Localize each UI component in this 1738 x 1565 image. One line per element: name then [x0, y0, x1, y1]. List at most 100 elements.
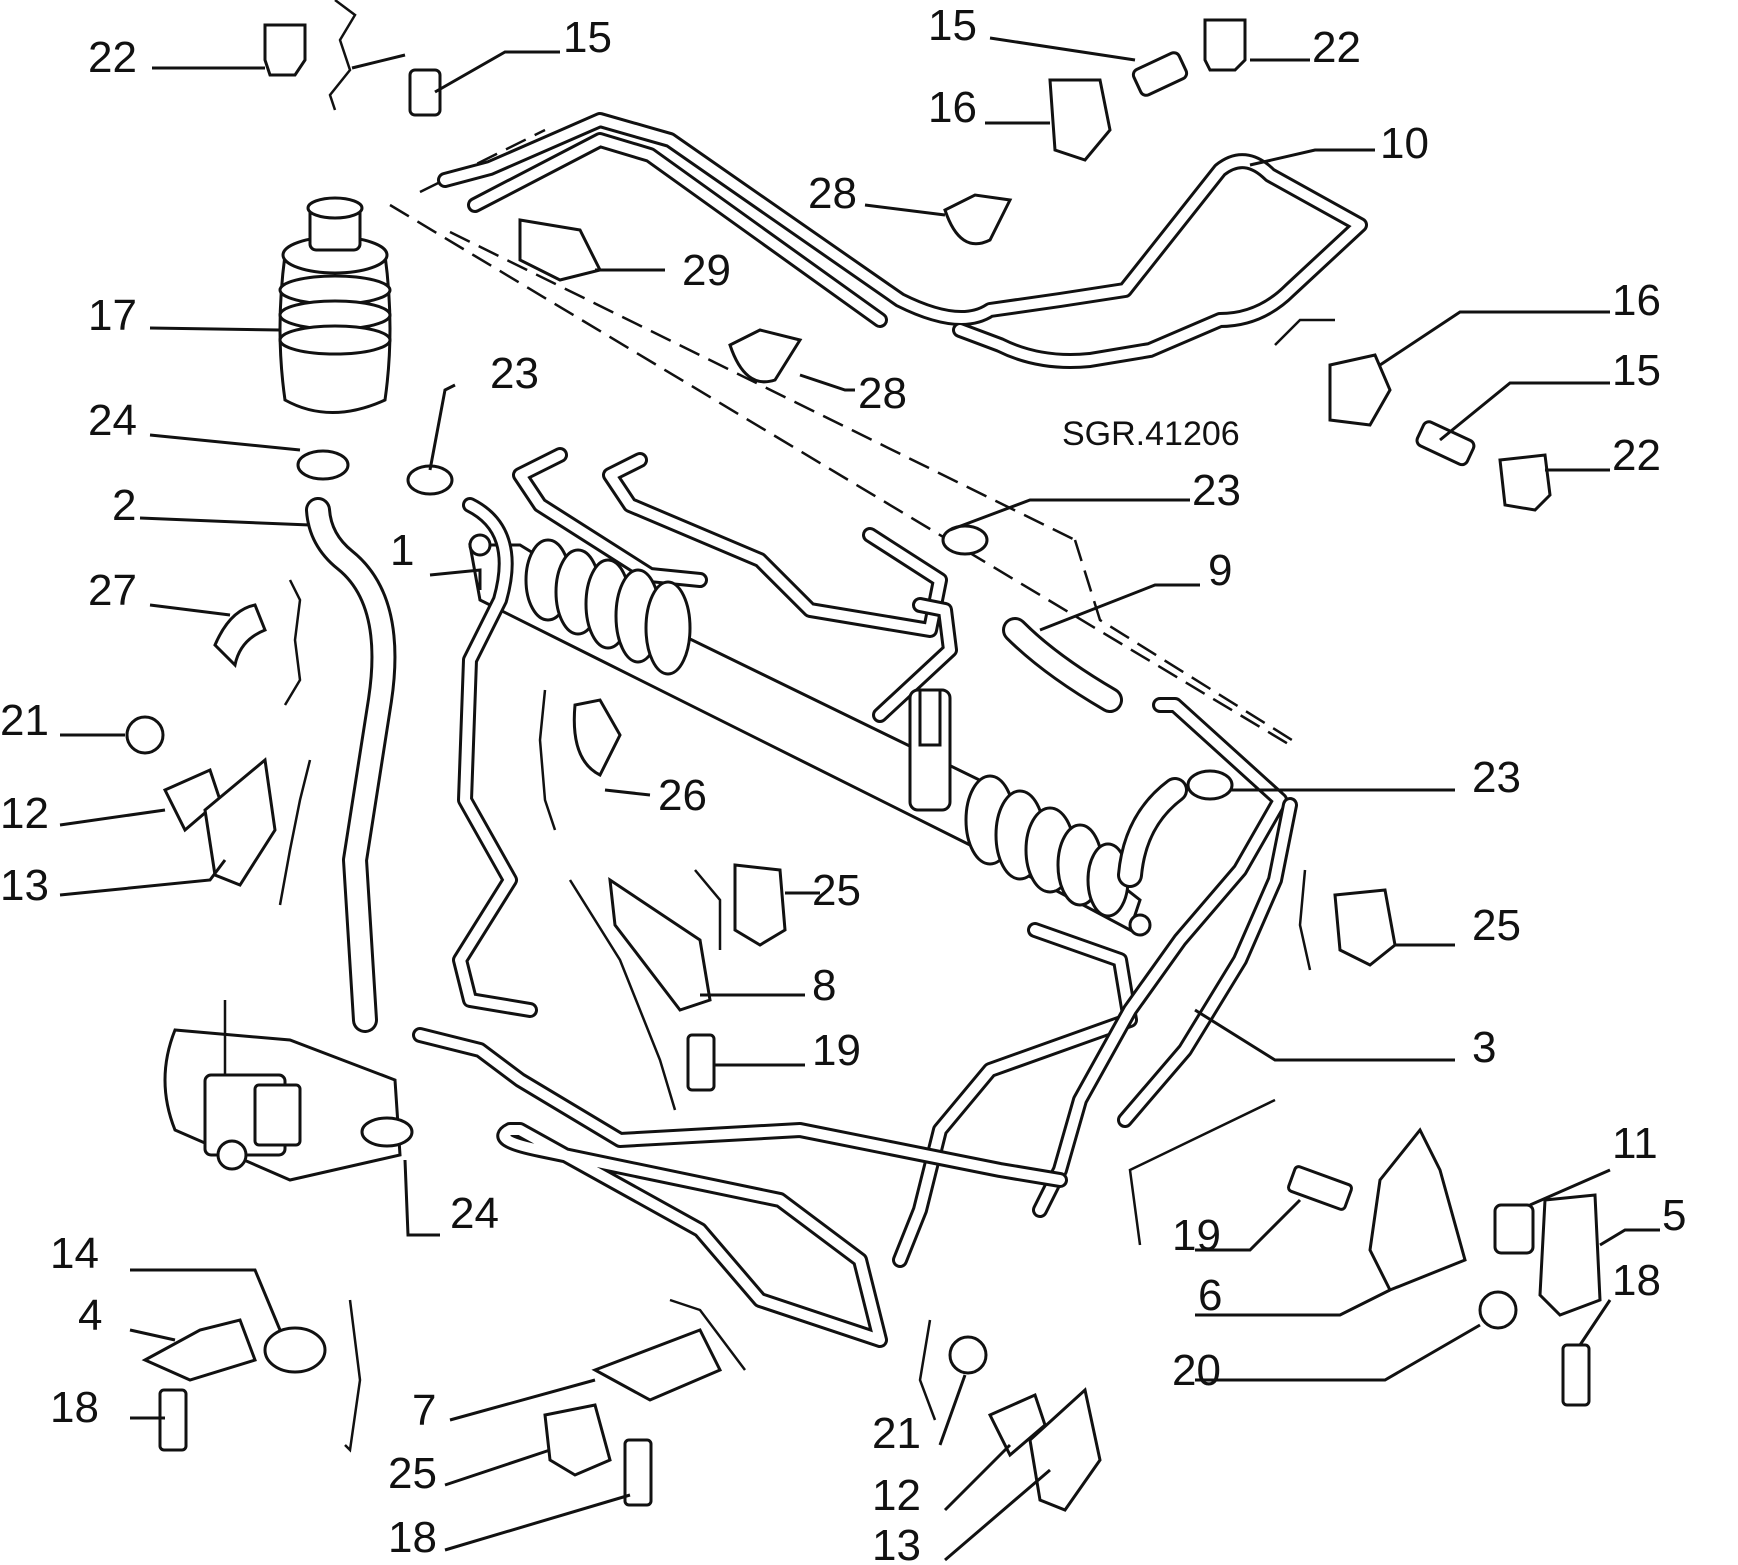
- callout-2: 2: [112, 481, 136, 530]
- clip-27: [213, 603, 267, 669]
- nut-21-bottom: [948, 1335, 988, 1375]
- callout-15-right: 15: [1612, 346, 1661, 395]
- sensor-15-top-left: [408, 68, 442, 117]
- callout-3: 3: [1472, 1023, 1496, 1072]
- hose-clamp-23-upper-left: [406, 464, 454, 496]
- callout-5: 5: [1662, 1191, 1686, 1240]
- rack-transfer-pipes: [512, 447, 958, 723]
- callout-18-right: 18: [1612, 1256, 1661, 1305]
- callout-22-top-center: 22: [1312, 23, 1361, 72]
- leader-lines: [59, 36, 1660, 1562]
- callout-19-right: 19: [1172, 1211, 1221, 1260]
- callout-14: 14: [50, 1229, 99, 1278]
- group-brackets: [278, 0, 1335, 1453]
- callout-18-left: 18: [50, 1383, 99, 1432]
- callout-11: 11: [1612, 1119, 1658, 1168]
- rack-bellows-right: [964, 774, 1130, 918]
- bracket-13-bottom: [1028, 1387, 1102, 1512]
- callout-22-top-left: 22: [88, 33, 137, 82]
- callout-21-left: 21: [0, 696, 49, 745]
- reservoir-17: [278, 196, 392, 414]
- sleeve-14: [263, 1326, 327, 1374]
- callout-4: 4: [78, 1291, 102, 1340]
- callout-22-right: 22: [1612, 431, 1661, 480]
- bracket-7: [591, 1328, 723, 1402]
- bracket-8: [608, 876, 712, 1012]
- hose-clamp-24-upper: [296, 449, 350, 481]
- hose-2: [305, 497, 397, 1033]
- callout-12-bottom: 12: [872, 1471, 921, 1520]
- callout-25-bottom: 25: [388, 1449, 437, 1498]
- callout-23-upper-left: 23: [490, 349, 539, 398]
- bracket-16-right: [1328, 353, 1392, 427]
- clip-26: [572, 698, 622, 778]
- hose-clamp-24-lower: [360, 1116, 414, 1148]
- bracket-6: [1368, 1127, 1467, 1292]
- callout-15-top-center: 15: [928, 1, 977, 50]
- hose-clamp-23-center: [941, 524, 989, 556]
- pipe-10: [437, 112, 1368, 369]
- bolt-18-bottom: [623, 1438, 653, 1507]
- sensor-15-top-center: [1131, 51, 1189, 97]
- bolt-19-center: [686, 1033, 716, 1092]
- clamp-4: [141, 1318, 257, 1382]
- bracket-5: [1538, 1193, 1602, 1317]
- callout-18-bottom: 18: [388, 1513, 437, 1562]
- callout-16-right: 16: [1612, 276, 1661, 325]
- callout-29: 29: [682, 246, 731, 295]
- bolt-19-right: [1286, 1165, 1354, 1211]
- assembly-outline: [389, 128, 1301, 747]
- nut-21-left: [125, 715, 165, 755]
- sensor-15-right: [1415, 420, 1476, 467]
- hose-9: [1002, 617, 1188, 888]
- callout-25-right: 25: [1472, 901, 1521, 950]
- clip-28-lower: [728, 328, 803, 384]
- callout-17: 17: [88, 291, 137, 340]
- callout-12-left: 12: [0, 789, 49, 838]
- tie-rod-end: [1128, 913, 1152, 937]
- bracket-22-top-left: [263, 23, 307, 77]
- drawing-code: SGR.41206: [1062, 415, 1240, 453]
- callout-20: 20: [1172, 1346, 1221, 1395]
- callout-7: 7: [412, 1386, 436, 1435]
- callout-26: 26: [658, 771, 707, 820]
- callout-15-top-left: 15: [563, 13, 612, 62]
- callout-16-top-center: 16: [928, 83, 977, 132]
- clip-25-center: [733, 863, 787, 947]
- pinion-shaft: [918, 688, 942, 747]
- hose-1: [452, 497, 538, 1018]
- callout-10: 10: [1380, 119, 1429, 168]
- callout-25-center: 25: [812, 866, 861, 915]
- callout-21-bottom: 21: [872, 1409, 921, 1458]
- callout-27: 27: [88, 566, 137, 615]
- clip-29: [518, 218, 603, 282]
- callout-labels: 22 15 15 22 16 10 28 29 28 16 15 22 17 2…: [0, 1, 1686, 1565]
- callout-13-left: 13: [0, 861, 49, 910]
- callout-19-center: 19: [812, 1026, 861, 1075]
- clip-25-bottom: [543, 1403, 612, 1477]
- clip-28-upper: [943, 193, 1013, 246]
- callout-28-upper: 28: [808, 169, 857, 218]
- callout-8: 8: [812, 961, 836, 1010]
- tie-rod-end-left: [468, 533, 492, 557]
- callout-1: 1: [390, 526, 414, 575]
- callout-23-center: 23: [1192, 466, 1241, 515]
- hose-3: [892, 697, 1298, 1268]
- callout-28-lower: 28: [858, 369, 907, 418]
- clip-25-right: [1333, 888, 1397, 967]
- callout-24-lower: 24: [450, 1189, 499, 1238]
- callout-13-bottom: 13: [872, 1521, 921, 1565]
- steering-pump: [163, 1000, 402, 1182]
- bracket-22-right: [1498, 453, 1552, 512]
- callout-23-right: 23: [1472, 753, 1521, 802]
- bracket-16-top-center: [1048, 78, 1112, 162]
- rack-bellows-left: [524, 538, 692, 676]
- callout-24-upper: 24: [88, 396, 137, 445]
- small-parts: [125, 18, 1602, 1512]
- return-pipes-lower: [412, 1027, 1068, 1348]
- hose-clamp-23-right: [1186, 769, 1234, 801]
- bolt-18-left: [158, 1388, 188, 1452]
- steering-rack: [468, 533, 1152, 937]
- bolt-18-right: [1561, 1343, 1591, 1407]
